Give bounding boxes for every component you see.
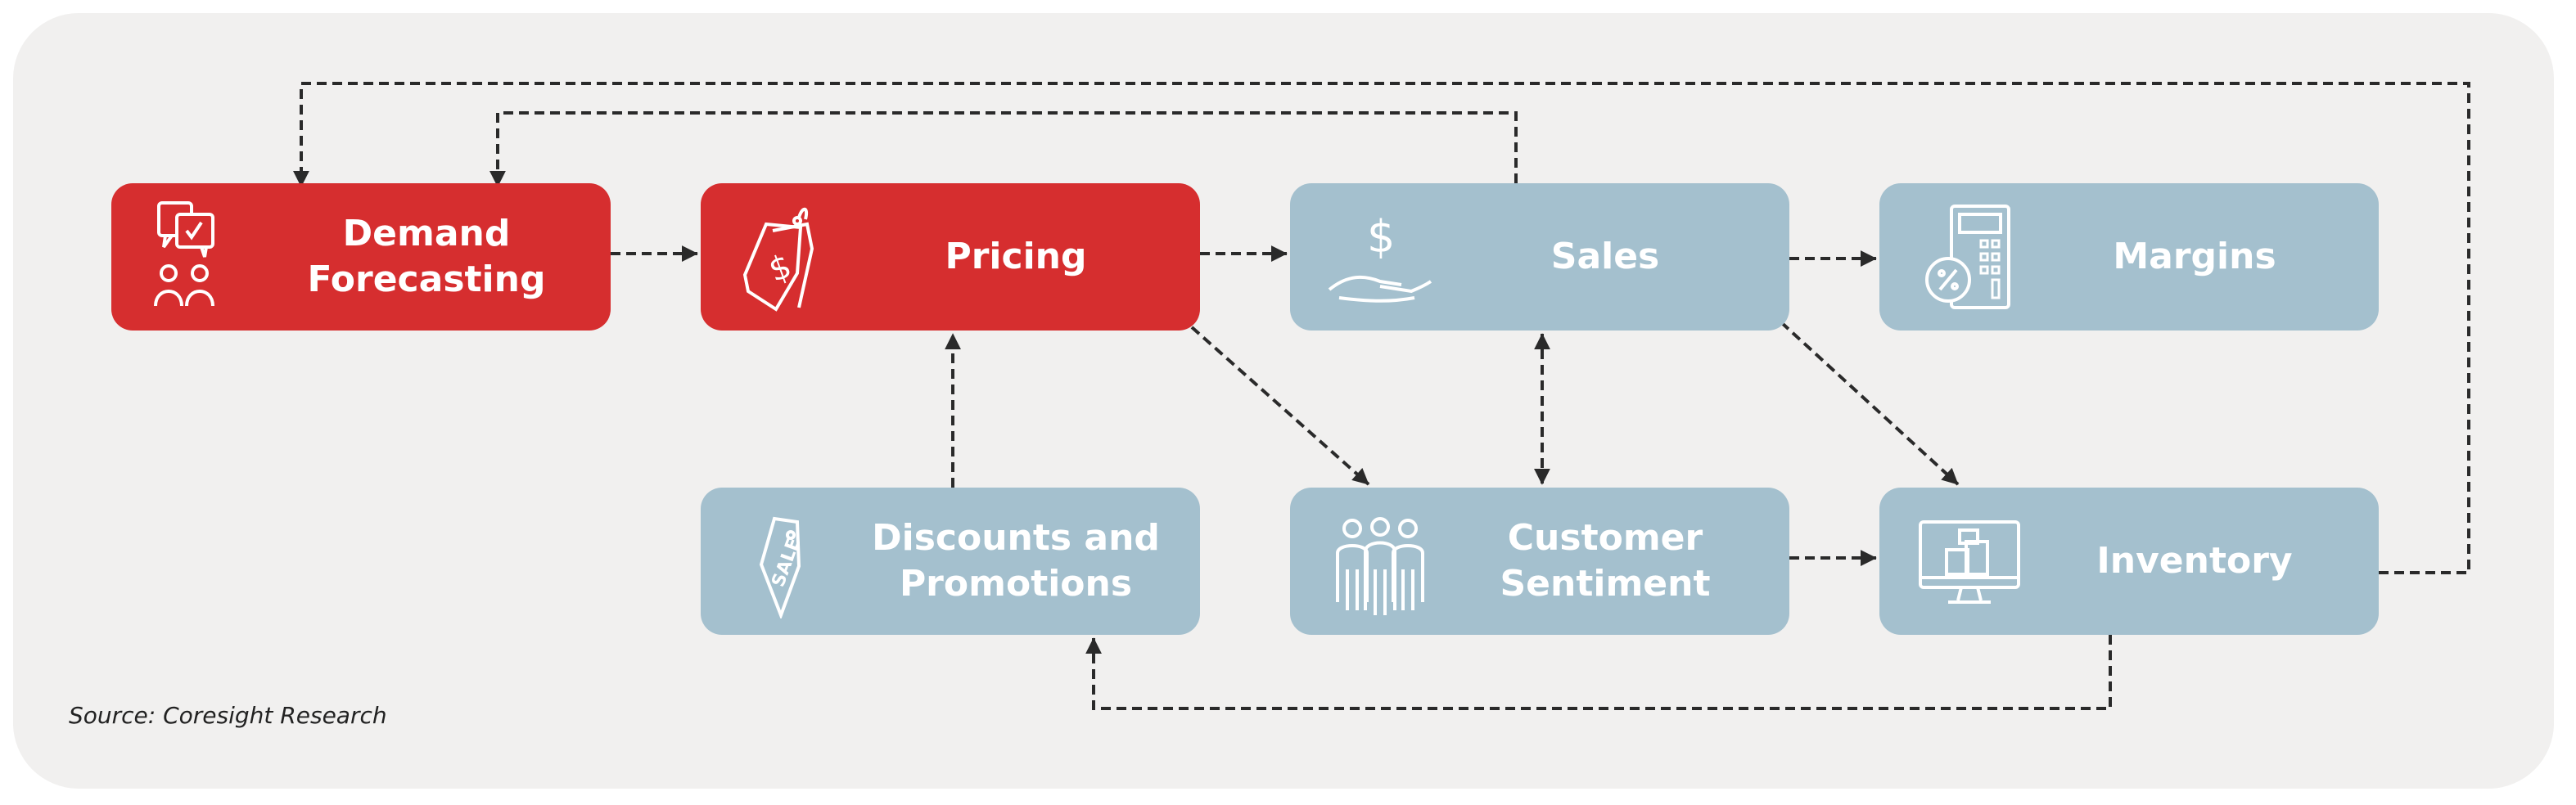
arrow-sales-to-inventory [1780, 321, 1960, 486]
svg-text:$: $ [1367, 211, 1395, 263]
node-inventory: Inventory [1879, 488, 2379, 635]
node-margins: Margins [1879, 183, 2379, 331]
node-pricing: $ Pricing [701, 183, 1200, 331]
monitor-boxes-icon [1919, 520, 2020, 604]
arrow-sales-to-demand [489, 111, 1518, 187]
chat-people-icon [154, 201, 214, 307]
diagram-panel [13, 13, 2554, 789]
node-label: Margins [2113, 236, 2276, 277]
node-label: Pricing [945, 236, 1087, 277]
node-label: Demand Forecasting [307, 213, 546, 300]
price-tag-dollar-icon: $ [742, 207, 814, 312]
node-demand-forecasting: Demand Forecasting [111, 183, 611, 331]
arrow-inventory-to-demand [293, 82, 2470, 574]
sale-tag-icon: SALE [759, 516, 805, 618]
arrow-pricing-to-customer-sentiment [1190, 326, 1370, 486]
node-label: Sales [1550, 236, 1660, 277]
node-label: Inventory [2096, 540, 2293, 582]
svg-text:$: $ [764, 247, 796, 290]
hand-dollar-icon: $ [1328, 211, 1432, 303]
source-note: Source: Coresight Research [69, 702, 387, 729]
node-customer-sentiment: Customer Sentiment [1290, 488, 1789, 635]
group-people-icon [1336, 517, 1424, 615]
arrow-inventory-to-discounts [1085, 635, 2112, 710]
node-label: Discounts and Promotions [872, 517, 1160, 605]
node-discounts-and-promotions: SALE Discounts and Promotions [701, 488, 1200, 635]
node-label: Customer Sentiment [1500, 517, 1711, 605]
calculator-percent-icon [1925, 205, 2010, 309]
node-sales: $ Sales [1290, 183, 1789, 331]
